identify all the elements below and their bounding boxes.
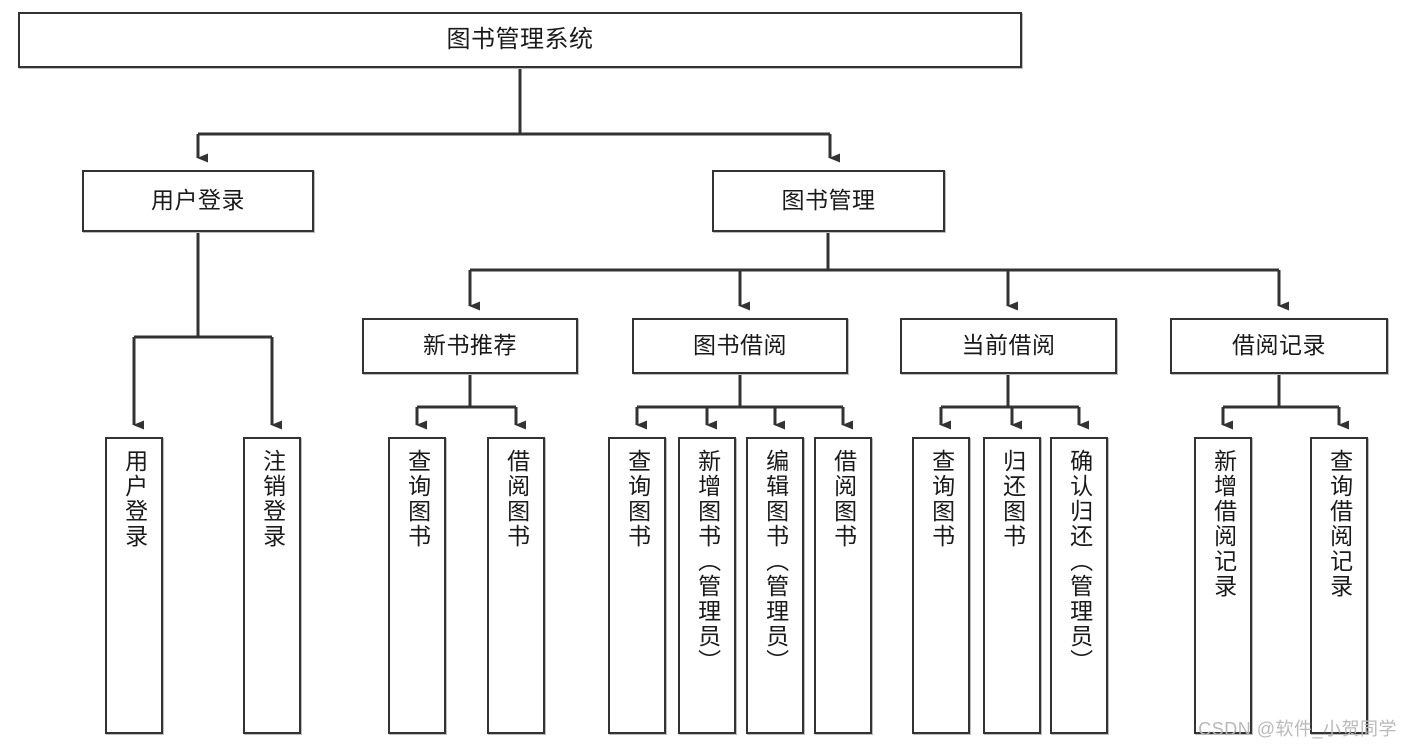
node-leaf-edit-book-admin-label: 编辑图书（管理员） — [762, 449, 789, 674]
node-leaf-user-login-label: 用户登录 — [121, 449, 148, 549]
node-borrow-record-label: 借阅记录 — [1232, 332, 1326, 359]
node-leaf-borrow-book-rec[interactable]: 借阅图书 — [487, 437, 545, 734]
node-user-login[interactable]: 用户登录 — [82, 170, 314, 232]
node-leaf-borrow-book-label: 借阅图书 — [830, 449, 857, 549]
node-book-manage-label: 图书管理 — [781, 187, 876, 214]
node-leaf-confirm-return-admin[interactable]: 确认归还（管理员） — [1050, 437, 1108, 734]
node-leaf-borrow-book-rec-label: 借阅图书 — [503, 449, 530, 549]
node-book-manage[interactable]: 图书管理 — [712, 170, 945, 232]
node-book-borrow-label: 图书借阅 — [693, 332, 787, 359]
node-leaf-user-login[interactable]: 用户登录 — [105, 437, 163, 734]
node-leaf-return-book[interactable]: 归还图书 — [983, 437, 1041, 734]
node-leaf-add-book-admin-label: 新增图书（管理员） — [694, 449, 721, 674]
node-leaf-query-book-rec[interactable]: 查询图书 — [388, 437, 446, 734]
node-leaf-logout-login-label: 注销登录 — [259, 449, 286, 549]
node-root-label: 图书管理系统 — [446, 25, 594, 53]
watermark-text: CSDN @软件_小贺同学 — [1198, 719, 1397, 739]
node-new-book-recommend-label: 新书推荐 — [423, 332, 517, 359]
node-leaf-query-borrow-record[interactable]: 查询借阅记录 — [1310, 437, 1368, 734]
node-leaf-query-book-current-label: 查询图书 — [928, 449, 955, 549]
node-leaf-query-book-rec-label: 查询图书 — [404, 449, 431, 549]
node-leaf-confirm-return-admin-label: 确认归还（管理员） — [1066, 449, 1093, 674]
node-leaf-query-book-current[interactable]: 查询图书 — [912, 437, 970, 734]
node-leaf-borrow-book[interactable]: 借阅图书 — [814, 437, 872, 734]
node-leaf-add-book-admin[interactable]: 新增图书（管理员） — [678, 437, 736, 734]
node-leaf-logout-login[interactable]: 注销登录 — [243, 437, 301, 734]
node-leaf-return-book-label: 归还图书 — [999, 449, 1026, 549]
node-leaf-add-borrow-record[interactable]: 新增借阅记录 — [1194, 437, 1252, 734]
node-leaf-query-borrow-record-label: 查询借阅记录 — [1326, 449, 1353, 599]
node-leaf-query-book-borrow[interactable]: 查询图书 — [608, 437, 666, 734]
node-new-book-recommend[interactable]: 新书推荐 — [362, 318, 578, 374]
node-current-borrow-label: 当前借阅 — [961, 332, 1056, 359]
node-user-login-label: 用户登录 — [151, 187, 245, 214]
node-borrow-record[interactable]: 借阅记录 — [1170, 318, 1388, 374]
node-leaf-query-book-borrow-label: 查询图书 — [624, 449, 651, 549]
node-book-borrow[interactable]: 图书借阅 — [632, 318, 848, 374]
node-current-borrow[interactable]: 当前借阅 — [900, 318, 1117, 374]
node-root[interactable]: 图书管理系统 — [18, 12, 1022, 68]
node-leaf-edit-book-admin[interactable]: 编辑图书（管理员） — [746, 437, 804, 734]
node-leaf-add-borrow-record-label: 新增借阅记录 — [1210, 449, 1237, 599]
